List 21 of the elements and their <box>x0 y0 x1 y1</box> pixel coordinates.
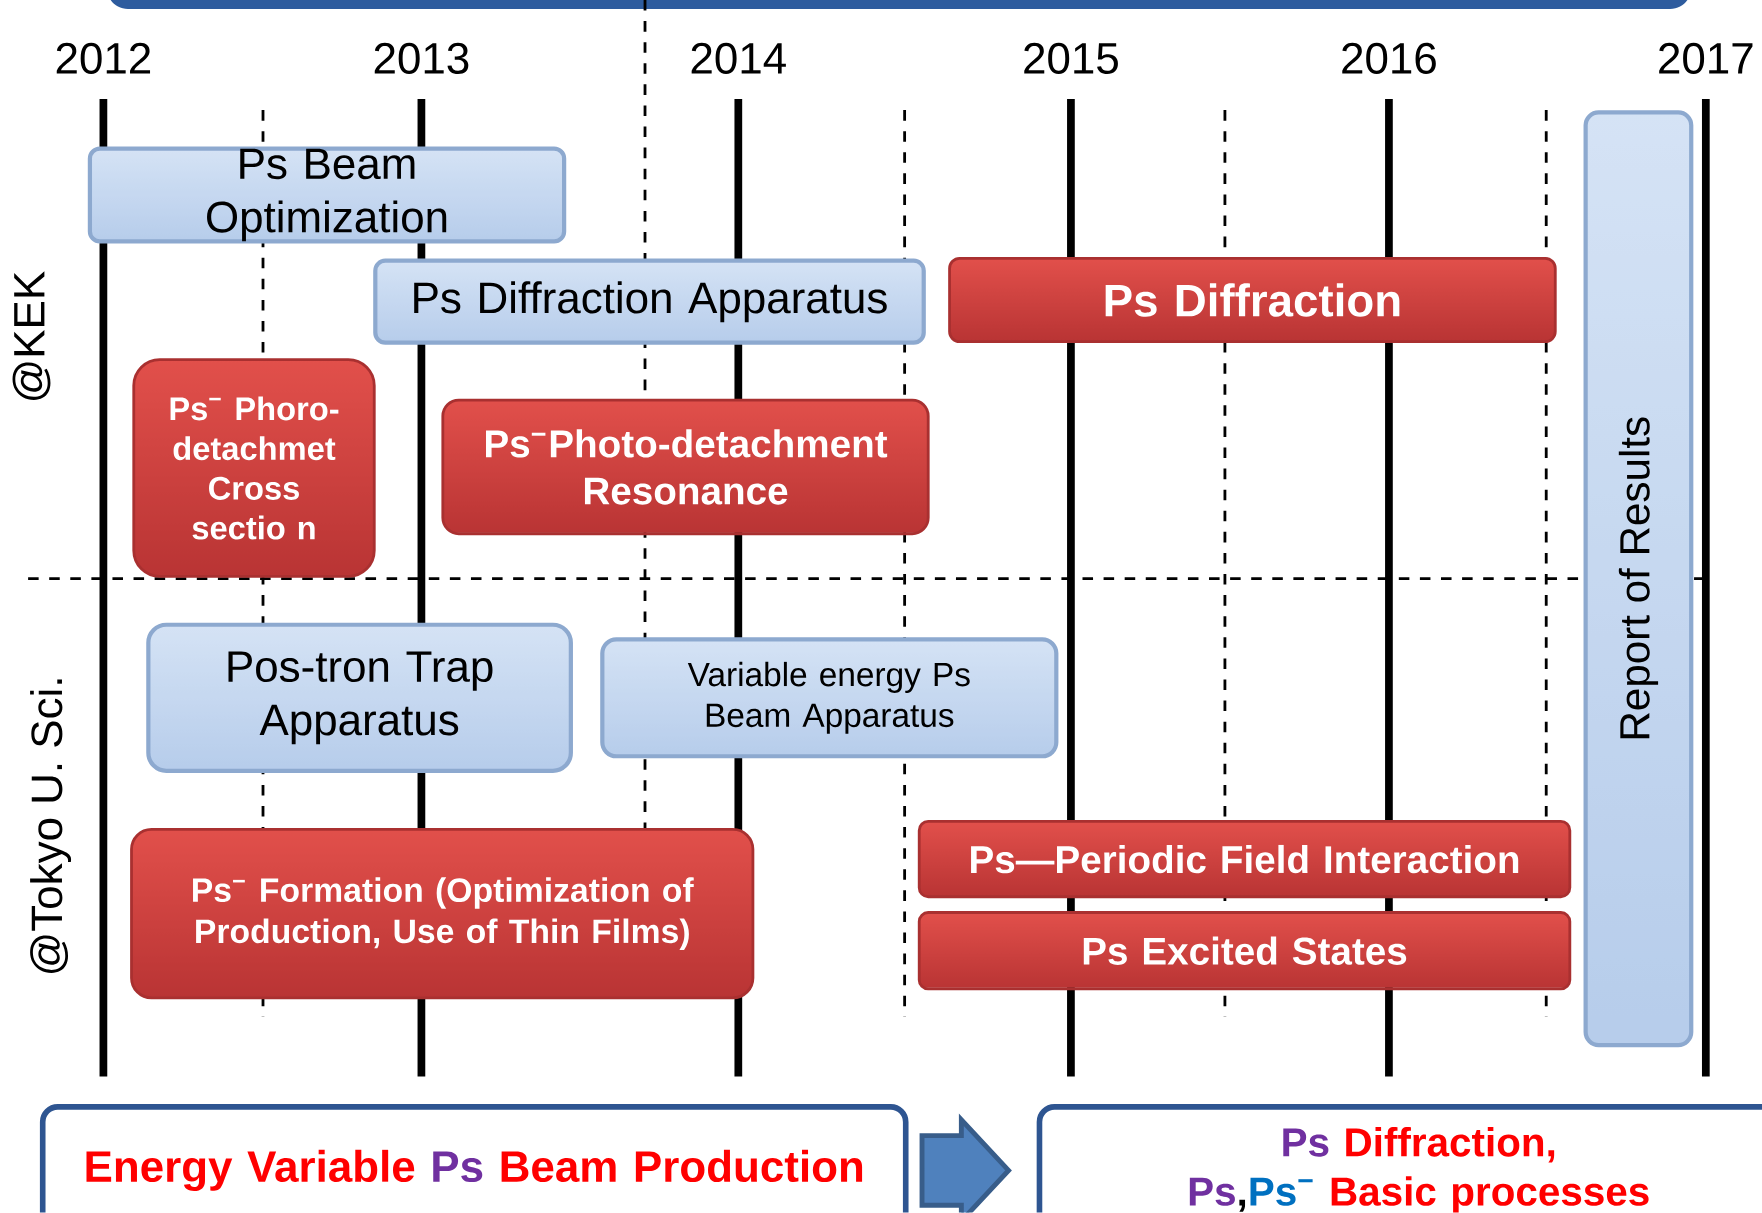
task-box: Ps$^{−}$Photo-detachment Resonance <box>441 398 930 536</box>
year-label: 2017 <box>1659 43 1753 75</box>
task-bar: Ps Diffraction Apparatus <box>373 258 926 346</box>
block-arrow <box>919 1113 1012 1213</box>
report-bar: Report of Results <box>1583 110 1694 1048</box>
year-label: 2014 <box>691 43 786 75</box>
year-label: 2016 <box>1342 43 1436 75</box>
task-bar: Ps Excited States <box>917 911 1572 991</box>
group-label: @KEK <box>12 271 51 401</box>
task-bar: Ps Diffraction <box>948 257 1557 344</box>
year-label: 2015 <box>1024 43 1118 75</box>
task-bar: Ps Beam Optimization <box>87 146 567 244</box>
task-box: Ps$^{−}$ Phoro-detachmet Cross sectio n <box>132 358 376 579</box>
task-box: Variable energy Ps Beam Apparatus <box>600 637 1059 759</box>
year-label: 2013 <box>374 43 469 75</box>
year-label: 2012 <box>56 43 151 75</box>
group-label: @Tokyo U. Sci. <box>30 679 72 974</box>
task-box: Pos-tron Trap Apparatus <box>146 622 573 774</box>
task-bar: Ps—Periodic Field Interaction <box>917 820 1572 899</box>
task-box: Ps$^{−}$ Formation (Optimization of Production, Use of Thin Films) <box>130 828 755 1000</box>
phase-box: Energy Variable Ps Beam Production <box>39 1104 909 1213</box>
